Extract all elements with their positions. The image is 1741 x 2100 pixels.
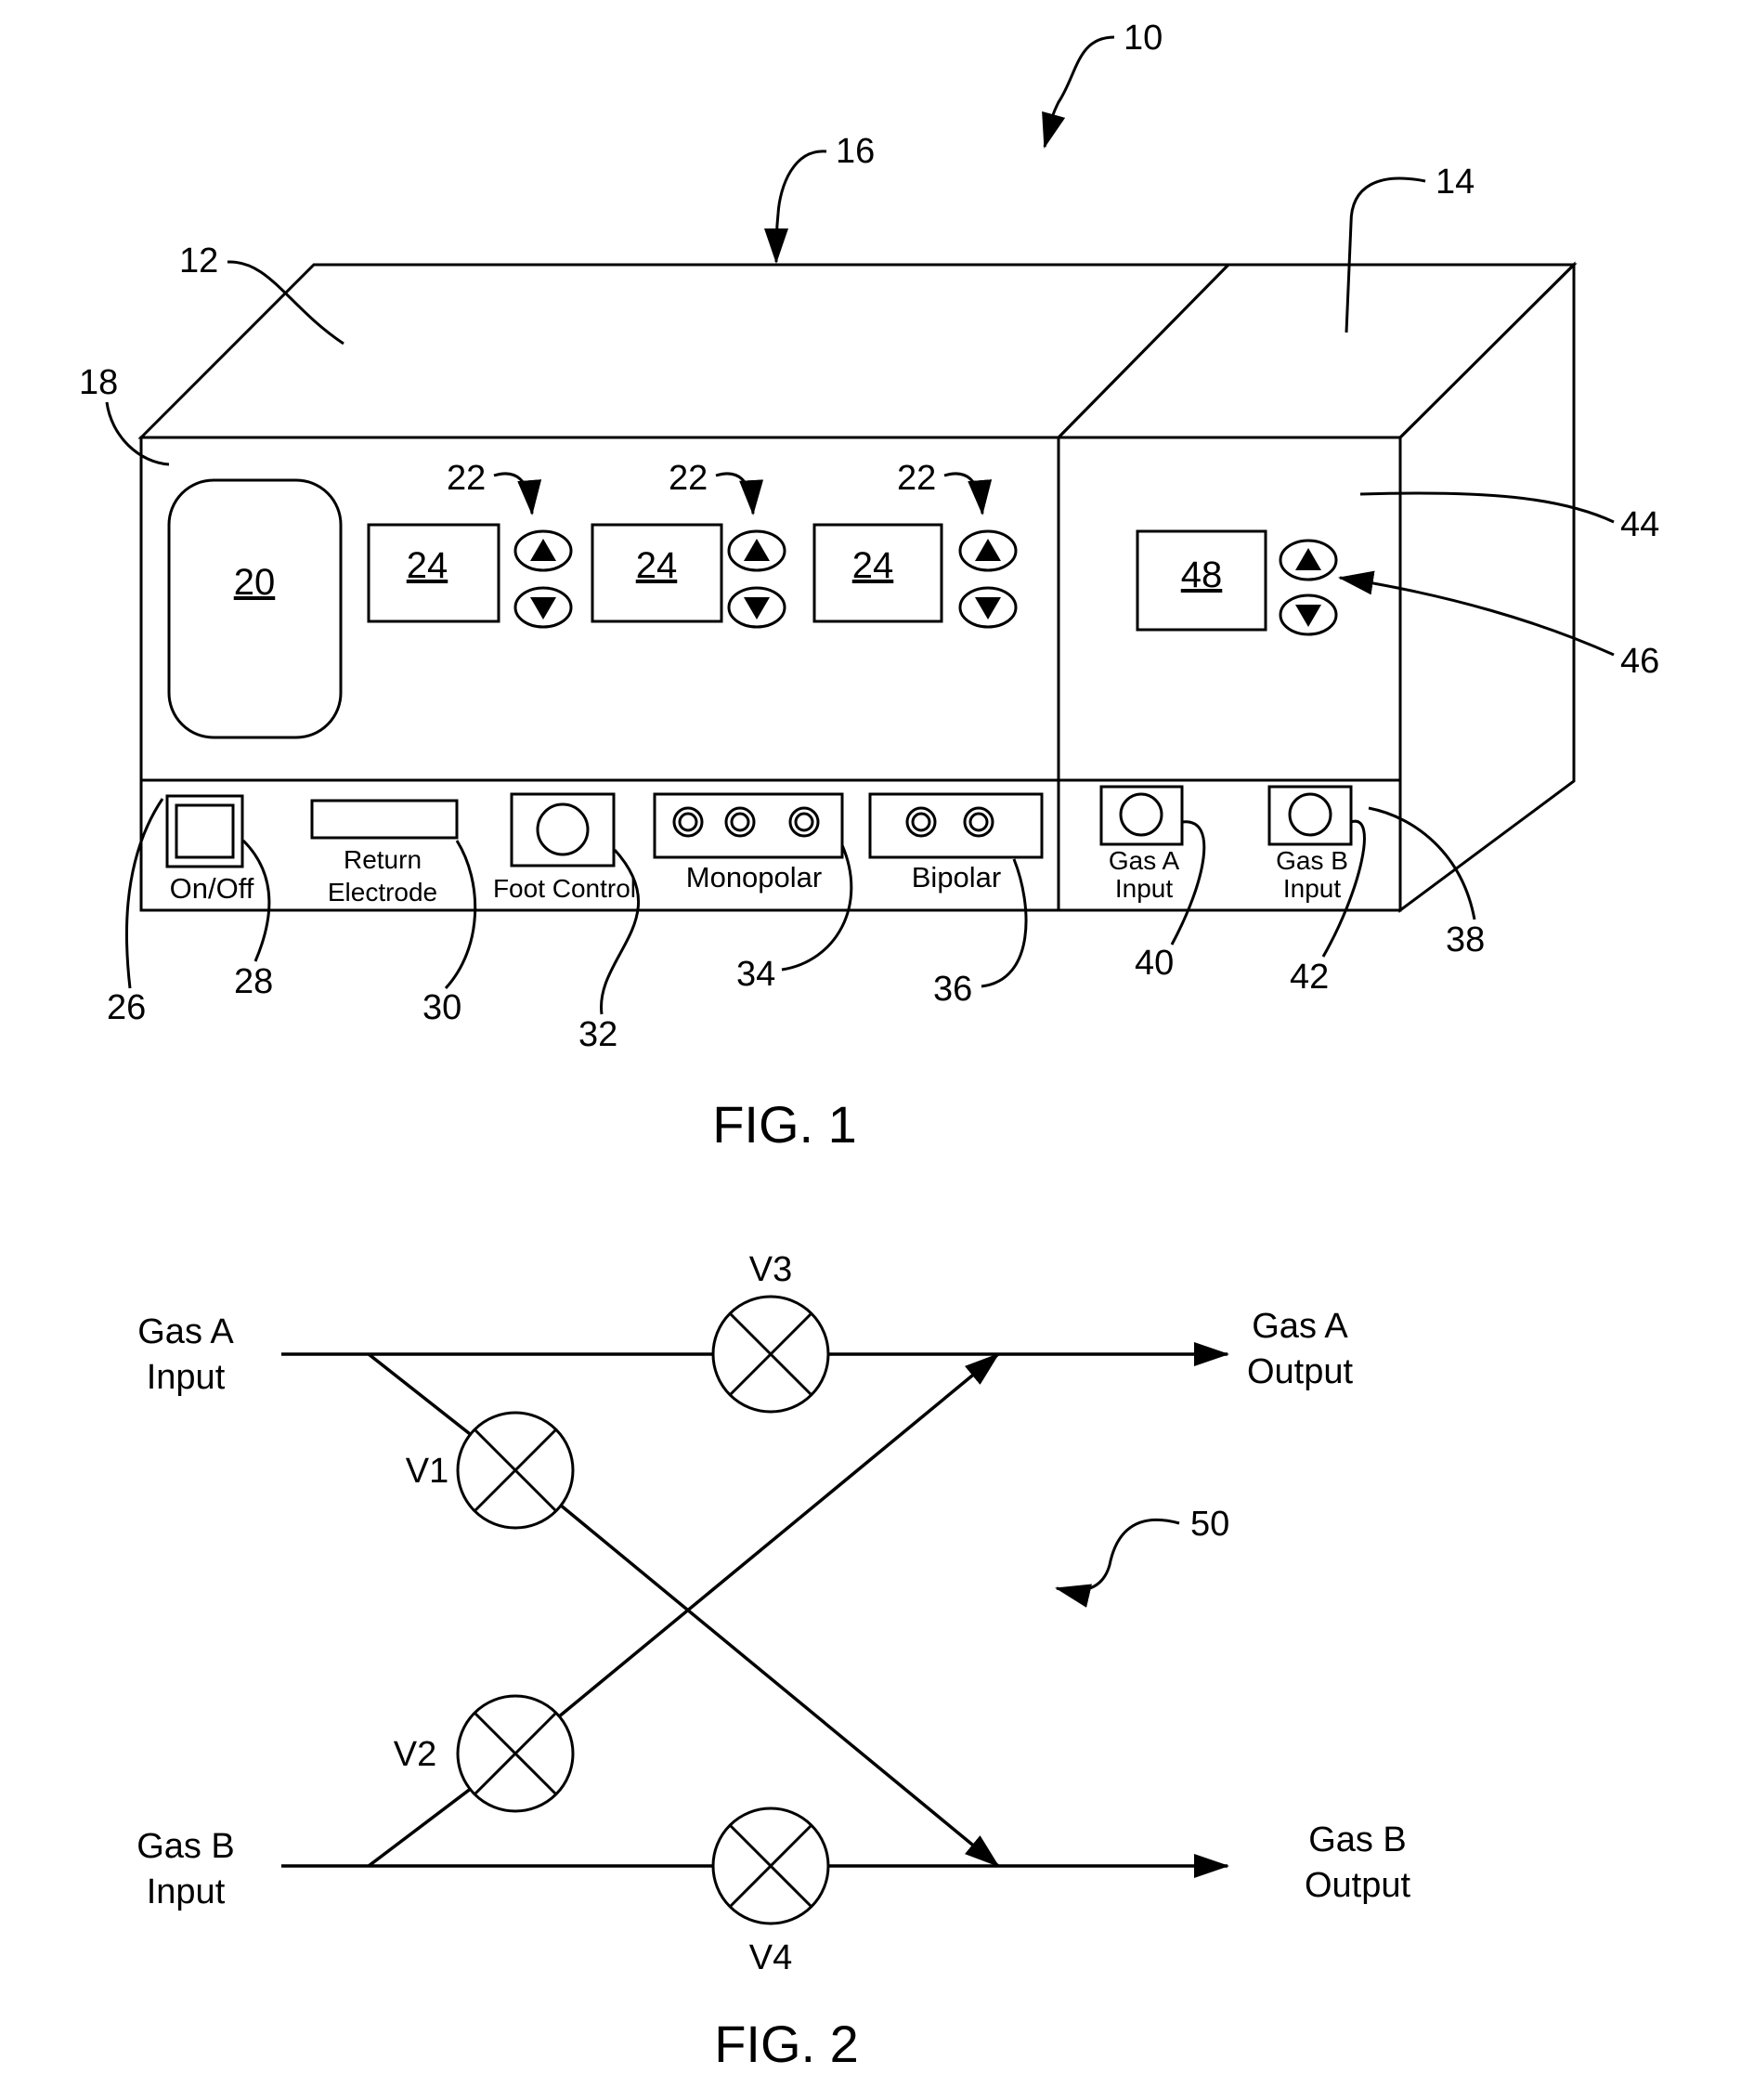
label-gas-a-output-2: Output (1247, 1352, 1354, 1391)
label-gas-b-input: Input (1283, 874, 1341, 903)
ref-18: 18 (79, 363, 118, 402)
valve-v1 (458, 1413, 573, 1528)
label-electrode: Electrode (328, 878, 437, 907)
ref-14: 14 (1436, 163, 1475, 202)
label-gas-b-input-1: Gas B (136, 1827, 235, 1866)
label-foot-control: Foot Control (493, 874, 636, 903)
label-v2: V2 (394, 1735, 436, 1774)
ref-26: 26 (107, 988, 146, 1027)
unit-14-top-face (1059, 265, 1574, 437)
ref-42: 42 (1290, 958, 1329, 997)
ref-36: 36 (933, 970, 972, 1009)
label-v4: V4 (749, 1938, 792, 1977)
label-gas-a-input: Input (1115, 874, 1173, 903)
on-off-switch-inner (176, 805, 233, 857)
unit-12-top-face (141, 265, 1228, 437)
ref-40: 40 (1135, 944, 1174, 983)
button-group-22-c (960, 531, 1016, 627)
label-gas-a-input-1: Gas A (137, 1312, 234, 1351)
ref-46: 46 (1620, 642, 1659, 681)
bipolar-connector-36 (870, 794, 1042, 857)
label-gas-b-output-1: Gas B (1308, 1820, 1407, 1859)
cross-b-to-a-1 (369, 1788, 472, 1866)
ref-24-a: 24 (407, 545, 448, 586)
ref-16: 16 (836, 132, 875, 171)
label-gas-a-output-1: Gas A (1252, 1307, 1348, 1346)
unit-14-side-face (1400, 265, 1574, 910)
display-20 (169, 480, 341, 737)
ref-38: 38 (1446, 920, 1485, 959)
ref-22-c: 22 (897, 459, 936, 498)
label-v3: V3 (749, 1250, 792, 1289)
label-gas-b-input-2: Input (147, 1872, 226, 1911)
label-gas-b: Gas B (1276, 846, 1348, 875)
button-group-46 (1280, 541, 1336, 634)
ref-20: 20 (234, 562, 276, 603)
ref-24-c: 24 (852, 545, 894, 586)
fig1-caption: FIG. 1 (712, 1095, 857, 1154)
ref-32: 32 (578, 1015, 617, 1054)
valve-v4 (713, 1808, 828, 1924)
label-on-off: On/Off (170, 872, 254, 905)
label-return: Return (344, 845, 422, 874)
ref-50: 50 (1190, 1505, 1229, 1544)
ref-30: 30 (422, 988, 461, 1027)
ref-22-b: 22 (669, 459, 708, 498)
valve-v3 (713, 1297, 828, 1412)
ref-12: 12 (179, 241, 218, 280)
return-electrode-connector-30 (312, 801, 457, 838)
ref-24-b: 24 (636, 545, 678, 586)
ref-44: 44 (1620, 505, 1659, 544)
ref-34: 34 (736, 955, 775, 994)
button-group-22-b (729, 531, 785, 627)
label-v1: V1 (406, 1452, 448, 1491)
label-bipolar: Bipolar (912, 861, 1002, 893)
ref-10: 10 (1124, 19, 1163, 58)
label-gas-a: Gas A (1109, 846, 1180, 875)
button-group-22-a (515, 531, 571, 627)
cross-a-to-b-1 (369, 1354, 474, 1437)
label-monopolar: Monopolar (686, 861, 822, 893)
foot-control-port (538, 804, 588, 854)
fig1-device: 20 24 24 24 48 (141, 265, 1574, 910)
ref-22-a: 22 (447, 459, 486, 498)
ref-28: 28 (234, 962, 273, 1001)
fig2-valve-schematic: V3 V1 V2 V4 Gas A Input Gas B Input Gas … (136, 1250, 1410, 1977)
ref-48: 48 (1181, 554, 1223, 595)
label-gas-b-output-2: Output (1305, 1866, 1411, 1905)
valve-v2 (458, 1696, 573, 1811)
label-gas-a-input-2: Input (147, 1358, 226, 1397)
fig2-caption: FIG. 2 (714, 2015, 859, 2073)
